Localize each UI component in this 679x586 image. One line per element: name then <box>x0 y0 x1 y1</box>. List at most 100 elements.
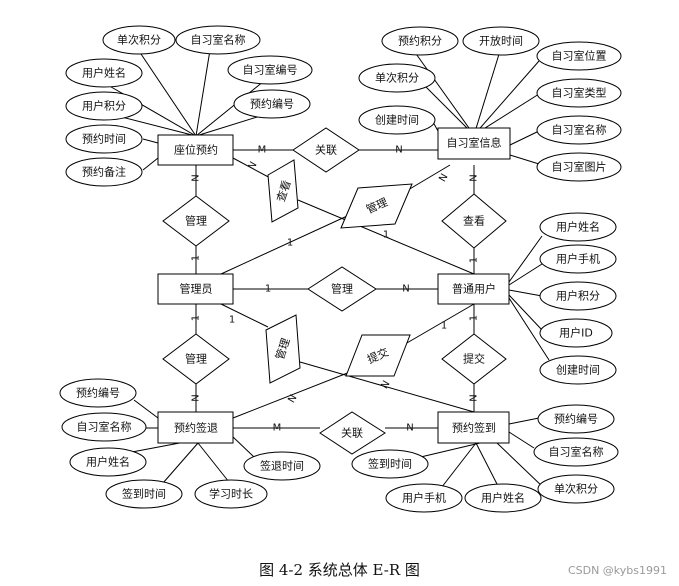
rel-user-cancel-shape <box>345 334 411 377</box>
label-seat-remark: 预约备注 <box>82 165 126 179</box>
attr-user-points <box>539 281 617 311</box>
attr-checkin-single-points <box>537 474 615 504</box>
figure-caption: 图 4-2 系统总体 E-R 图 <box>259 561 420 579</box>
card-admin-room-n: N <box>437 172 450 184</box>
attr-cancel-checkin-time <box>105 479 183 509</box>
label-entity-user: 普通用户 <box>452 282 496 296</box>
label-rel-cancel-checkin: 关联 <box>341 426 363 440</box>
attribute-ellipses <box>59 25 622 513</box>
label-room-create-time: 创建时间 <box>375 113 419 127</box>
rel-seat-admin-diamond <box>162 195 230 247</box>
attr-user-id <box>539 318 613 348</box>
attr-cancel-study-duration <box>194 479 268 509</box>
attr-seat-user-points <box>65 91 143 121</box>
attr-cancel-user-name <box>69 447 147 477</box>
label-seat-reserve-time: 预约时间 <box>82 133 126 146</box>
attribute-labels: 单次积分 自习室名称 用户姓名 自习室编号 用户积分 预约编号 预约时间 预约备… <box>76 33 607 505</box>
label-room-image: 自习室图片 <box>552 160 607 174</box>
label-user-phone: 用户手机 <box>556 252 600 266</box>
rel-admin-checkin-shape <box>265 314 301 384</box>
rel-seat-user-shape <box>267 159 299 223</box>
rel-admin-user-diamond <box>307 266 377 312</box>
label-room-type: 自习室类型 <box>552 86 607 100</box>
label-cancel-study-duration: 学习时长 <box>209 487 253 501</box>
label-rel-room-user: 查看 <box>463 214 485 228</box>
label-seat-reserve-no: 预约编号 <box>250 97 294 111</box>
entity-seat <box>157 134 234 166</box>
attr-room-create-time <box>358 105 436 135</box>
attr-cancel-time <box>243 451 321 481</box>
attr-seat-remark <box>65 157 143 187</box>
label-seat-room-no: 自习室编号 <box>243 63 298 77</box>
attr-checkin-user-name <box>464 483 542 513</box>
attr-seat-single-points <box>102 25 176 55</box>
label-rel-seat-user: 查看 <box>273 178 293 203</box>
entity-room <box>437 127 511 160</box>
card-seat-user-1: 1 <box>383 230 389 241</box>
label-seat-room-name: 自习室名称 <box>191 33 246 47</box>
entity-admin <box>157 273 234 305</box>
label-user-points: 用户积分 <box>556 289 600 303</box>
card-user-cancel-n: N <box>286 393 299 405</box>
card-user-checkin-n: N <box>469 394 480 401</box>
attr-checkin-time <box>351 449 429 479</box>
label-rel-admin-user: 管理 <box>331 282 353 296</box>
entity-checkin <box>437 411 510 444</box>
label-room-name: 自习室名称 <box>552 123 607 137</box>
card-admin-user-n: N <box>402 284 409 295</box>
label-checkin-room-name: 自习室名称 <box>549 445 604 459</box>
card-room-user-n: N <box>469 174 480 181</box>
entity-labels: 座位预约 自习室信息 管理员 普通用户 预约签退 预约签到 <box>174 136 502 435</box>
attr-seat-room-name <box>175 25 261 55</box>
label-user-id: 用户ID <box>559 326 593 340</box>
card-seat-admin-n: N <box>191 174 202 181</box>
label-rel-seat-admin: 管理 <box>185 214 207 228</box>
attr-room-image <box>536 152 622 182</box>
attr-room-single-points <box>358 63 436 93</box>
card-seat-admin-1: 1 <box>191 255 202 261</box>
card-seat-room-m: M <box>258 145 267 156</box>
card-user-cancel-1: 1 <box>441 321 447 332</box>
entity-cancel <box>157 411 234 444</box>
attr-seat-user-name <box>65 58 143 88</box>
label-rel-seat-room: 关联 <box>315 143 337 157</box>
label-entity-checkin: 预约签到 <box>452 421 496 435</box>
label-room-single-points: 单次积分 <box>375 71 419 85</box>
label-cancel-checkin-time: 签到时间 <box>122 487 166 501</box>
rel-room-user-diamond <box>441 193 507 249</box>
rel-seat-room-diamond <box>292 127 360 173</box>
attr-room-type <box>536 78 622 108</box>
card-cancel-checkin-n: N <box>406 423 413 434</box>
label-room-location: 自习室位置 <box>552 49 607 63</box>
card-room-user-1: 1 <box>469 257 480 263</box>
label-checkin-single-points: 单次积分 <box>554 482 598 496</box>
attr-room-name <box>536 115 622 145</box>
label-room-reserve-points: 预约积分 <box>398 35 442 48</box>
attr-seat-reserve-no <box>233 89 311 119</box>
attr-seat-room-no <box>227 55 313 85</box>
label-checkin-time: 签到时间 <box>368 457 412 471</box>
label-cancel-reserve-no: 预约编号 <box>76 386 120 400</box>
label-entity-room: 自习室信息 <box>447 136 502 150</box>
attr-cancel-room-name <box>61 412 147 442</box>
attr-cancel-reserve-no <box>59 378 137 408</box>
attr-checkin-user-phone <box>385 483 463 513</box>
rel-admin-cancel-diamond <box>162 333 230 385</box>
card-seat-user-n: N <box>246 160 259 172</box>
entity-boxes <box>157 127 511 444</box>
attr-room-location <box>536 41 622 71</box>
attr-checkin-room-name <box>533 437 619 467</box>
label-entity-seat: 座位预约 <box>174 143 218 157</box>
label-checkin-user-name: 用户姓名 <box>481 491 525 505</box>
label-seat-user-name: 用户姓名 <box>82 66 126 80</box>
rel-admin-room-shape <box>340 183 413 229</box>
card-admin-cancel-1: 1 <box>191 315 202 321</box>
label-user-create-time: 创建时间 <box>556 363 600 377</box>
attr-user-create-time <box>539 355 617 385</box>
label-checkin-user-phone: 用户手机 <box>402 491 446 505</box>
card-admin-cancel-n: N <box>191 394 202 401</box>
card-admin-checkin-1: 1 <box>229 315 235 326</box>
card-admin-checkin-n: N <box>379 379 392 391</box>
watermark: CSDN @kybs1991 <box>567 564 667 577</box>
